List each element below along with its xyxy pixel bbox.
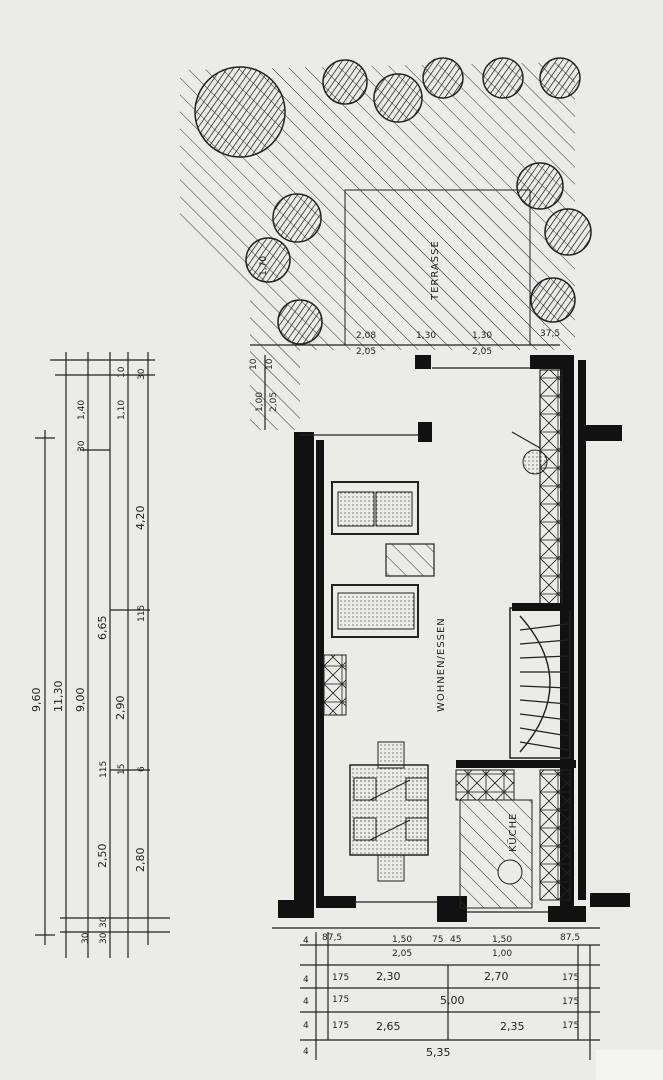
dim-text: 30 [81,932,91,944]
dim-text: 1,10 [117,400,127,420]
dim-text: 5,35 [426,1046,451,1059]
dim-text: 1,70 [259,256,269,276]
dim-9-00: 9,00 [74,688,87,713]
sofa-1 [331,481,419,535]
dim-text: 1,50 [392,935,412,945]
dim-text: 1,30 [472,331,492,341]
furniture [323,481,435,882]
terrace-dimensions: 1,70 2,08 2,05 1,30 1,30 2,05 37,5 1,00 … [249,256,560,430]
dim-text: 115 [137,605,147,622]
left-dimension-chains [35,352,170,958]
bottom-dimension-chains [272,927,600,1060]
garden-area [180,62,575,430]
dim-text: 15 [117,764,127,775]
dim-text: 10 [249,358,259,370]
cabinets-right [511,369,563,609]
side-cabinet [323,654,347,716]
dim-text: 175 [562,1021,579,1031]
top-right-wall [530,355,574,369]
dim-text: 10 [117,366,127,378]
dim-11-30: 11,30 [52,681,65,713]
coffee-table [385,543,435,577]
kitchen [455,760,576,909]
dim-text: 2,50 [96,844,109,869]
dim-text: 2,05 [472,347,492,357]
dim-text: 1,00 [255,392,265,412]
side-wall-stub-top [580,425,622,441]
dim-text: 1,40 [77,400,87,420]
dim-text: 10 [265,358,275,370]
dim-text: 87,5 [560,933,580,943]
dim-4-20: 4,20 [134,506,147,531]
dim-text: 2,05 [356,347,376,357]
trees [194,57,592,345]
dim-text: 37,5 [540,329,560,339]
dim-text: 2,30 [376,970,401,983]
dim-text: 30 [99,932,109,944]
dim-text: 30 [137,368,147,380]
dim-text: 2,80 [134,848,147,873]
kitchen-label: KÜCHE [506,813,519,852]
left-dimension-text: 9,60 11,30 9,00 6,65 115 2,50 30 30 1,40… [30,366,147,944]
dim-text: 30 [99,916,109,928]
dim-text: 175 [562,997,579,1007]
living-dining-label: WOHNEN/ESSEN [436,617,447,712]
dim-text: 2,65 [376,1020,401,1033]
dim-text: 6 [137,766,147,772]
dim-text: 30 [77,440,87,452]
tree-large [194,66,286,158]
paper-corner [596,1050,663,1080]
pillar-top [415,355,431,369]
dim-text: 5,00 [440,994,465,1007]
dim-text: 1,30 [416,331,436,341]
dim-text: 2,70 [484,970,509,983]
dim-text: 75 [432,935,443,945]
dim-text: 1,00 [492,949,512,959]
bottom-dimension-text: 4 87,5 1,50 2,05 75 45 1,50 1,00 87,5 4 … [303,933,580,1059]
pillar-mid [418,422,432,442]
dim-6-65: 6,65 [96,616,109,641]
dim-text: 4 [303,1021,309,1031]
bottom-left-corner [278,900,314,918]
right-inner-wall [578,360,586,900]
dim-text: 4 [303,997,309,1007]
staircase [509,603,572,759]
dim-text: 2,90 [114,696,127,721]
plant-pot [522,449,548,475]
left-inner-wall [316,440,324,900]
bottom-wall-a [316,896,356,908]
dim-text: 2,05 [269,392,279,412]
dim-text: 4 [303,936,309,946]
dim-text: 1,50 [492,935,512,945]
dim-9-60: 9,60 [30,688,43,713]
dim-text: 2,35 [500,1020,525,1033]
sofa-2 [331,584,419,638]
dim-text: 4 [303,1047,309,1057]
dim-text: 175 [332,1021,349,1031]
dim-text: 4 [303,975,309,985]
left-outer-wall [294,432,314,910]
dim-text: 2,08 [356,331,376,341]
dim-text: 175 [562,973,579,983]
terrace-label: TERRASSE [430,240,441,301]
dim-text: 115 [99,761,109,778]
bottom-right-corner [548,906,586,922]
side-wall-stub-bottom [590,893,630,907]
dim-text: 2,05 [392,949,412,959]
dim-text: 175 [332,973,349,983]
dim-text: 87,5 [322,933,342,943]
dim-text: 175 [332,995,349,1005]
dim-text: 45 [450,935,461,945]
